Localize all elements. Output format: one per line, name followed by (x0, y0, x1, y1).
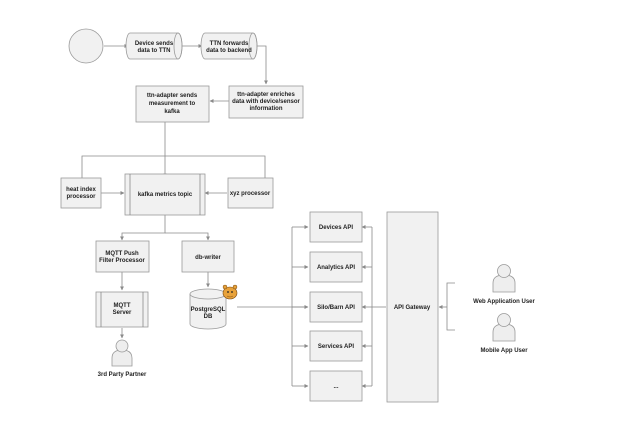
sends-line-3: kafka (164, 109, 180, 115)
mqtt-server-line-2: Server (113, 310, 132, 316)
db-writer-label: db-writer (195, 255, 221, 261)
node-kafka-metrics-topic: kafka metrics topic (124, 173, 206, 216)
start-circle-icon (68, 28, 104, 64)
node-silo-barn-api: Silo/Barn API (309, 291, 363, 323)
mqtt-push-line-1: MQTT Push (105, 251, 139, 257)
sends-line-2: measurement to (149, 101, 196, 107)
enriches-line-2: data with device/sensor (232, 99, 300, 105)
analytics-api-label: Analytics API (317, 265, 355, 271)
edge-kafka-to-mqtt-push (120, 215, 166, 241)
more-apis-label: ... (333, 384, 338, 390)
node-ttn-adapter-sends: ttn-adapter sends measurement to kafka (135, 85, 210, 123)
mobile-app-user-label: Mobile App User (480, 348, 528, 354)
web-app-user-label: Web Application User (473, 299, 535, 305)
user-icon (492, 313, 516, 342)
kafka-topic-label: kafka metrics topic (138, 192, 193, 198)
ttn-forwards-line-2: data to backend (206, 48, 252, 54)
device-sends-line-1: Device sends (135, 41, 174, 47)
mqtt-push-line-2: Filter Processor (99, 258, 145, 264)
edge-processors-bus (81, 155, 266, 178)
mqtt-server-line-1: MQTT (114, 303, 131, 309)
devices-api-label: Devices API (319, 225, 353, 231)
edge-ttn-to-enrich (256, 45, 268, 85)
node-services-api: Services API (309, 330, 363, 362)
postgres-line-1: PostgreSQL (191, 307, 226, 313)
node-mqtt-server: MQTT Server (95, 291, 149, 328)
device-sends-line-2: data to TTN (138, 48, 171, 54)
enriches-line-3: information (250, 106, 283, 112)
heat-index-line-2: processor (66, 194, 96, 200)
connectors (81, 44, 455, 388)
sends-line-1: ttn-adapter sends (147, 93, 198, 99)
third-party-label: 3rd Party Partner (98, 372, 147, 378)
postgres-line-2: DB (204, 314, 213, 320)
enriches-line-1: ttn-adapter enriches (237, 92, 295, 98)
node-ttn-adapter-enriches: ttn-adapter enriches data with device/se… (228, 85, 304, 119)
user-icon (492, 264, 516, 293)
edge-kafka-to-dbwriter (165, 232, 210, 241)
node-postgresql-db: PostgreSQL DB (189, 288, 227, 330)
node-db-writer: db-writer (181, 240, 235, 273)
node-more-apis: ... (309, 370, 363, 402)
services-api-label: Services API (318, 344, 354, 350)
edge-users-bracket (446, 282, 455, 331)
ttn-forwards-line-1: TTN forwards (210, 41, 249, 47)
node-device-sends: Device sends data to TTN (125, 32, 183, 60)
node-api-gateway: API Gateway (386, 211, 439, 403)
node-mqtt-push-filter: MQTT Push Filter Processor (95, 240, 150, 273)
node-analytics-api: Analytics API (309, 251, 363, 283)
node-xyz-processor: xyz processor (227, 177, 274, 209)
postgresql-elephant-icon (222, 284, 238, 300)
xyz-processor-label: xyz processor (230, 191, 271, 197)
silo-barn-api-label: Silo/Barn API (317, 305, 355, 311)
node-heat-index-processor: heat index processor (60, 177, 102, 209)
heat-index-line-1: heat index (66, 187, 96, 193)
node-devices-api: Devices API (309, 211, 363, 243)
node-ttn-forwards: TTN forwards data to backend (200, 32, 258, 60)
user-icon (111, 339, 133, 367)
api-gateway-label: API Gateway (394, 305, 431, 311)
